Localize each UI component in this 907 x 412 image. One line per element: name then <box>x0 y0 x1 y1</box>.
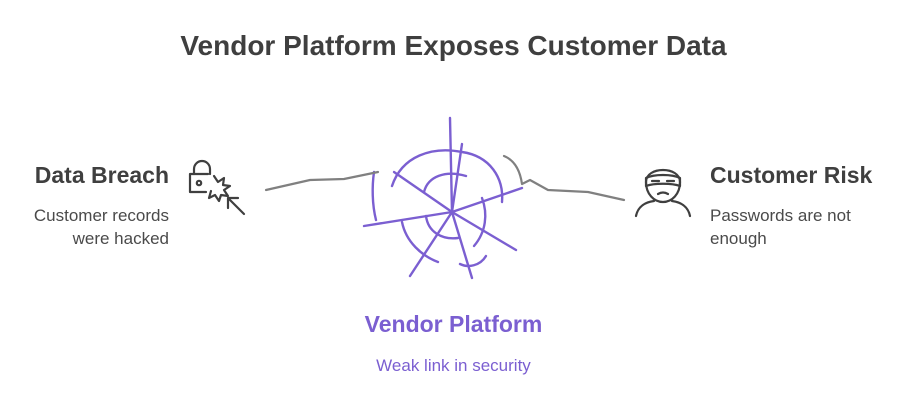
broken-web-icon <box>362 116 524 280</box>
broken-lock-cursor-icon <box>188 159 246 216</box>
right-connector-line <box>502 154 626 202</box>
data-breach-description: Customer records were hacked <box>0 204 169 250</box>
vendor-platform-description: Weak link in security <box>376 356 531 375</box>
diagram-title: Vendor Platform Exposes Customer Data <box>180 30 727 61</box>
data-breach-description-line: were hacked <box>72 229 169 248</box>
vendor-platform-title: Vendor Platform <box>364 311 543 337</box>
data-breach-title: Data Breach <box>34 162 169 188</box>
customer-risk-description: Passwords are not enough <box>710 204 890 250</box>
data-breach-description-line: Customer records <box>33 206 169 225</box>
masked-hacker-icon <box>634 169 692 218</box>
left-connector-line <box>264 170 380 192</box>
customer-risk-description-line: enough <box>710 229 767 248</box>
customer-risk-description-line: Passwords are not <box>710 206 851 225</box>
customer-risk-title: Customer Risk <box>710 162 873 188</box>
